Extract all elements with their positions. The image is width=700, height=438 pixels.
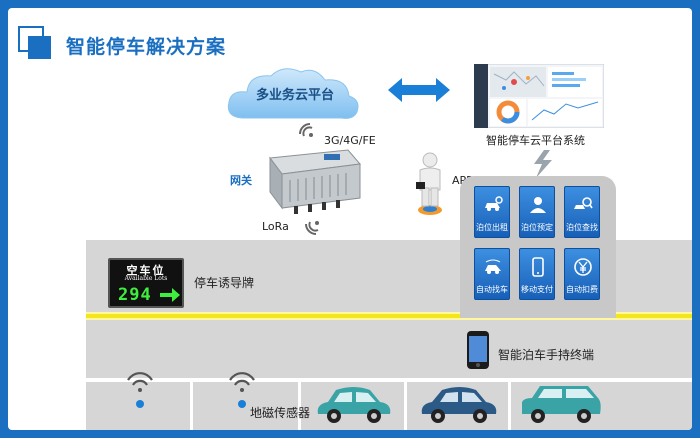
car-find-icon [485,259,501,274]
logo-icon [18,26,51,59]
sensor-signal-icon [229,372,255,408]
car-icon [317,387,391,423]
double-arrow-icon [388,78,450,102]
platform-label: 智能停车云平台系统 [486,134,585,147]
sign-subtitle: Available Lots [124,275,168,282]
tile-label: 自动找车 [476,285,508,294]
cloud-icon [227,68,359,119]
gateway-label: 网关 [230,174,252,187]
slot-divider [404,382,407,430]
car-icon [421,387,497,423]
handheld-phone-icon [467,331,489,369]
slot-divider [508,382,511,430]
gateway-device [269,149,361,214]
guidance-sign: 空车位 Available Lots 294 [108,258,184,308]
sign-title: 空车位 [126,264,166,277]
tile-auto-find: 自动找车 [474,248,510,300]
lora-label: LoRa [262,220,289,233]
slot-divider [298,382,301,430]
sign-label: 停车诱导牌 [194,276,255,290]
wifi-icon-top [299,123,313,137]
person-icon [530,197,546,213]
dashboard-screenshot [474,64,604,128]
yen-icon [574,258,592,276]
arrow-right-icon [160,288,180,302]
tile-label: 移动支付 [521,285,553,294]
phone-icon [532,257,544,277]
car-search-icon [574,197,593,209]
lane-divider [86,312,692,320]
tile-auto-deduct: 自动扣费 [564,248,600,300]
tile-label: 泊位预定 [521,223,553,232]
handheld-label: 智能泊车手持终端 [498,348,595,362]
road-lower [86,320,692,378]
tile-label: 自动扣费 [566,285,598,294]
tile-berth-search: 泊位查找 [564,186,600,238]
tile-label: 泊位出租 [476,223,508,232]
signal-bolt-icon [534,150,552,178]
sensor-signal-icon [127,372,153,408]
wifi-icon-bottom [305,221,319,235]
lane-edge [86,378,692,382]
car-rent-icon [485,196,503,211]
tile-mobile-pay: 移动支付 [519,248,555,300]
person-icon [416,152,442,215]
cloud-label: 多业务云平台 [256,88,335,103]
car-icon [522,386,601,423]
sign-count: 294 [118,285,152,305]
slide-frame: 智能停车解决方案 多业务云平台 智能停车云平台系统 3G/4G/FE 网关 [8,8,692,430]
tile-label: 泊位查找 [566,223,598,232]
page-title: 智能停车解决方案 [66,36,227,58]
tile-berth-reserve: 泊位预定 [519,186,555,238]
network-label: 3G/4G/FE [324,134,376,147]
tile-berth-rent: 泊位出租 [474,186,510,238]
sensor-label: 地磁传感器 [250,406,311,420]
slot-divider [190,382,193,430]
